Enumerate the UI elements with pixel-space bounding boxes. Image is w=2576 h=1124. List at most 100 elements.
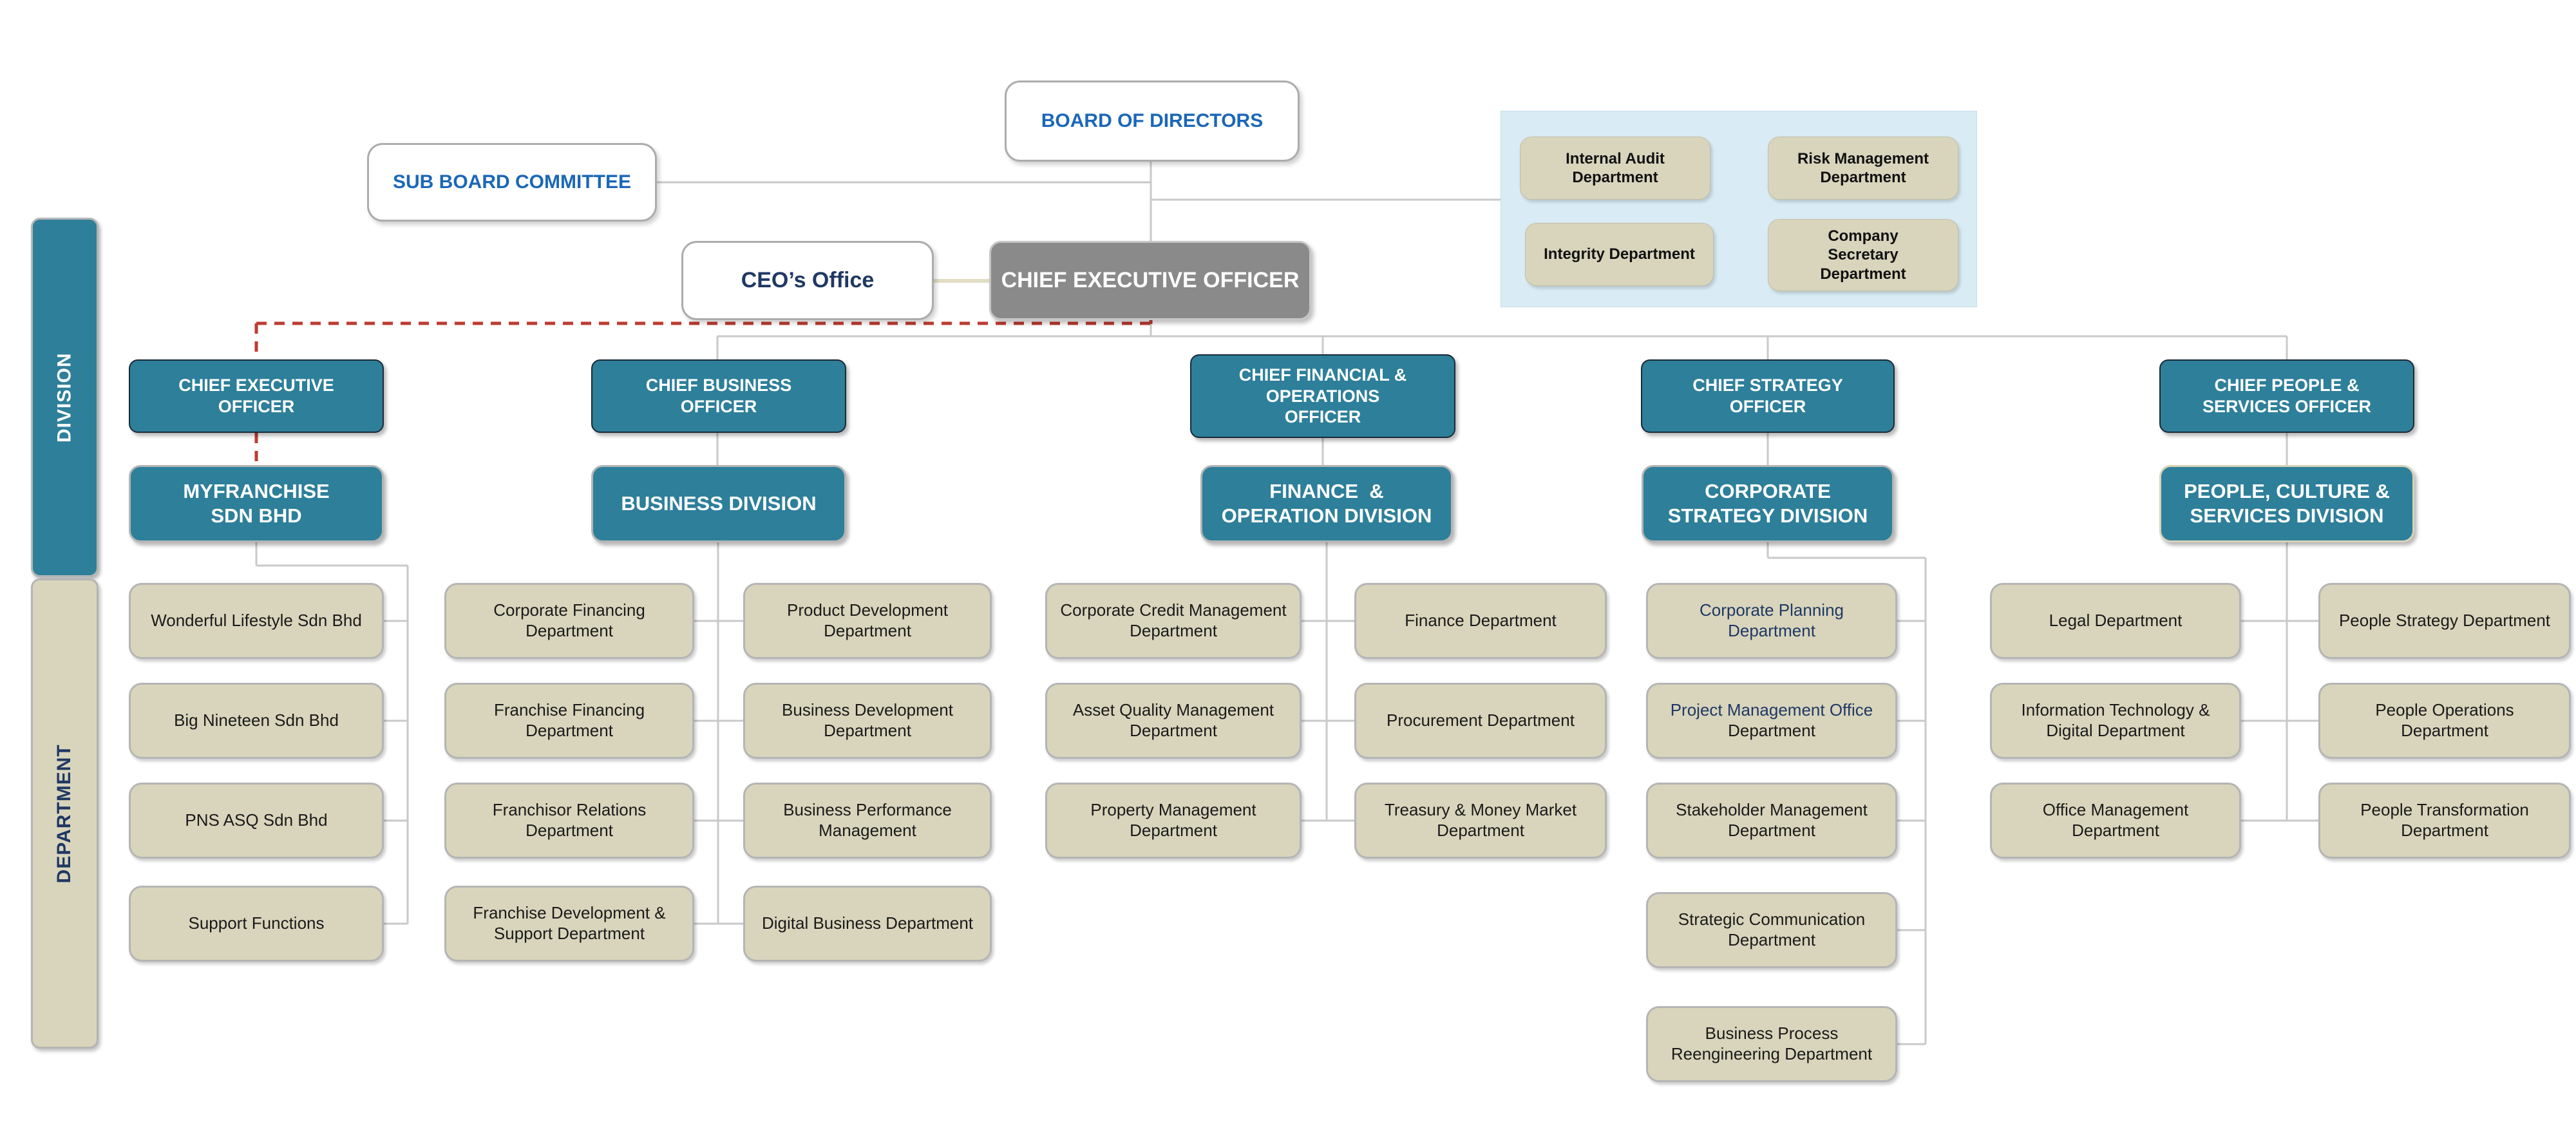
- department-box-franchisor-relations: Franchisor Relations Department: [444, 783, 694, 859]
- department-box-corporate-planning: Corporate Planning Department: [1646, 583, 1897, 659]
- department-box-legal: Legal Department: [1990, 583, 2241, 659]
- department-box-franchise-development-support: Franchise Development & Support Departme…: [444, 886, 694, 962]
- officer-box-chief-business-officer: CHIEF BUSINESS OFFICER: [591, 359, 846, 433]
- officer-line: OFFICER: [680, 397, 757, 416]
- officer-box-chief-executive-officer: CHIEF EXECUTIVE OFFICER: [129, 359, 384, 433]
- department-label-line2: Department: [1728, 721, 1815, 740]
- department-box-strategic-communication: Strategic Communication Department: [1646, 892, 1897, 968]
- department-label: Stakeholder Management Department: [1676, 800, 1868, 840]
- department-label: Office Management Department: [2042, 800, 2189, 840]
- department-box-product-development: Product Development Department: [743, 583, 992, 659]
- department-box-treasury-money-market: Treasury & Money Market Department: [1354, 783, 1607, 859]
- committee-box-integrity: Integrity Department: [1525, 223, 1714, 286]
- department-label: Wonderful Lifestyle Sdn Bhd: [151, 611, 362, 631]
- officer-line: CHIEF PEOPLE &: [2214, 376, 2360, 395]
- division-line: BUSINESS DIVISION: [621, 492, 817, 515]
- department-box-property-management: Property Management Department: [1045, 783, 1302, 859]
- division-line: SERVICES DIVISION: [2190, 504, 2384, 527]
- department-box-pns-asq: PNS ASQ Sdn Bhd: [129, 783, 384, 859]
- department-label: Digital Business Department: [761, 913, 974, 933]
- department-label: Corporate Financing Department: [493, 600, 645, 640]
- department-box-office-management: Office Management Department: [1990, 783, 2241, 859]
- department-label: Asset Quality Management Department: [1072, 700, 1274, 740]
- committee-label: Company Secretary Department: [1820, 227, 1906, 283]
- officer-line: CHIEF FINANCIAL &: [1238, 365, 1407, 385]
- department-label: People Strategy Department: [2338, 611, 2551, 631]
- division-line: CORPORATE: [1705, 480, 1831, 503]
- ceo-office-label: CEO’s Office: [741, 267, 875, 292]
- department-label: Business Performance Management: [783, 800, 952, 840]
- sub-board-committee-box: SUB BOARD COMMITTEE: [367, 143, 657, 222]
- division-box-myfranchise: MYFRANCHISE SDN BHD: [129, 465, 384, 542]
- division-box-business: BUSINESS DIVISION: [591, 465, 846, 542]
- side-label-division: DIVISION: [31, 218, 99, 577]
- department-box-business-development: Business Development Department: [743, 683, 992, 759]
- officer-line: OFFICER: [1284, 407, 1361, 427]
- committee-box-internal-audit: Internal Audit Department: [1520, 137, 1710, 200]
- department-label: Support Functions: [188, 913, 325, 933]
- board-of-directors-label: BOARD OF DIRECTORS: [1041, 110, 1264, 131]
- committee-box-company-secretary: Company Secretary Department: [1768, 219, 1958, 291]
- department-label: Treasury & Money Market Department: [1384, 800, 1577, 840]
- division-line: FINANCE &: [1269, 480, 1384, 503]
- department-label: Strategic Communication Department: [1678, 910, 1866, 949]
- department-side-text: DEPARTMENT: [53, 743, 75, 884]
- department-box-stakeholder-management: Stakeholder Management Department: [1646, 783, 1897, 859]
- department-label: Property Management Department: [1090, 800, 1256, 840]
- officer-line: OFFICER: [218, 397, 295, 416]
- department-box-procurement: Procurement Department: [1354, 683, 1607, 759]
- department-box-big-nineteen: Big Nineteen Sdn Bhd: [129, 683, 384, 759]
- department-box-business-performance: Business Performance Management: [743, 783, 992, 859]
- department-box-people-operations: People Operations Department: [2318, 683, 2571, 759]
- department-label: Finance Department: [1405, 611, 1557, 631]
- department-label: Business Development Department: [782, 700, 953, 740]
- officer-line: OFFICER: [1729, 397, 1806, 416]
- department-label: Franchisor Relations Department: [492, 800, 647, 840]
- division-line: PEOPLE, CULTURE &: [2184, 480, 2390, 503]
- department-label: Corporate Planning Department: [1699, 600, 1844, 640]
- ceo-office-box: CEO’s Office: [681, 241, 934, 320]
- department-box-it-digital: Information Technology & Digital Departm…: [1990, 683, 2241, 759]
- division-line: MYFRANCHISE: [183, 480, 330, 503]
- officer-box-chief-people-services-officer: CHIEF PEOPLE & SERVICES OFFICER: [2159, 359, 2414, 433]
- division-line: STRATEGY DIVISION: [1667, 504, 1868, 527]
- department-label: Corporate Credit Management Department: [1060, 600, 1287, 640]
- committee-label: Risk Management Department: [1797, 149, 1929, 186]
- committee-label: Internal Audit Department: [1566, 149, 1665, 186]
- department-box-franchise-financing: Franchise Financing Department: [444, 683, 694, 759]
- committee-box-risk-management: Risk Management Department: [1768, 137, 1958, 200]
- side-label-department: DEPARTMENT: [31, 578, 99, 1049]
- sub-board-committee-label: SUB BOARD COMMITTEE: [393, 171, 631, 193]
- ceo-label: CHIEF EXECUTIVE OFFICER: [1001, 267, 1300, 292]
- department-label: Franchise Development & Support Departme…: [473, 903, 666, 943]
- department-label: Product Development Department: [786, 600, 949, 640]
- division-box-finance-operation: FINANCE & OPERATION DIVISION: [1200, 465, 1453, 542]
- board-of-directors-box: BOARD OF DIRECTORS: [1005, 81, 1300, 162]
- officer-line: CHIEF BUSINESS: [645, 376, 792, 395]
- department-label: Big Nineteen Sdn Bhd: [174, 710, 339, 730]
- gray-connectors: [255, 162, 2318, 1045]
- division-line: OPERATION DIVISION: [1221, 504, 1432, 527]
- division-line: SDN BHD: [211, 504, 302, 527]
- department-box-support-functions: Support Functions: [129, 886, 384, 962]
- department-label: Procurement Department: [1387, 710, 1575, 730]
- officer-line: OPERATIONS: [1265, 386, 1380, 406]
- department-box-wonderful-lifestyle: Wonderful Lifestyle Sdn Bhd: [129, 583, 384, 659]
- committee-label: Integrity Department: [1544, 245, 1695, 263]
- department-box-finance: Finance Department: [1354, 583, 1607, 659]
- officer-box-chief-strategy-officer: CHIEF STRATEGY OFFICER: [1641, 359, 1895, 433]
- department-label: Franchise Financing Department: [493, 700, 645, 740]
- department-box-asset-quality-management: Asset Quality Management Department: [1045, 683, 1302, 759]
- officer-line: CHIEF EXECUTIVE: [178, 376, 334, 395]
- department-box-business-process-reengineering: Business Process Reengineering Departmen…: [1646, 1006, 1897, 1082]
- department-label: Business Process Reengineering Departmen…: [1671, 1024, 1873, 1063]
- department-box-corporate-financing: Corporate Financing Department: [444, 583, 694, 659]
- department-label: People Transformation Department: [2360, 800, 2529, 840]
- chief-executive-officer-box: CHIEF EXECUTIVE OFFICER: [989, 241, 1311, 320]
- division-box-corporate-strategy: CORPORATE STRATEGY DIVISION: [1642, 465, 1894, 542]
- department-label: Information Technology & Digital Departm…: [2021, 700, 2210, 740]
- department-label: Legal Department: [2049, 611, 2183, 631]
- department-label: PNS ASQ Sdn Bhd: [185, 810, 328, 830]
